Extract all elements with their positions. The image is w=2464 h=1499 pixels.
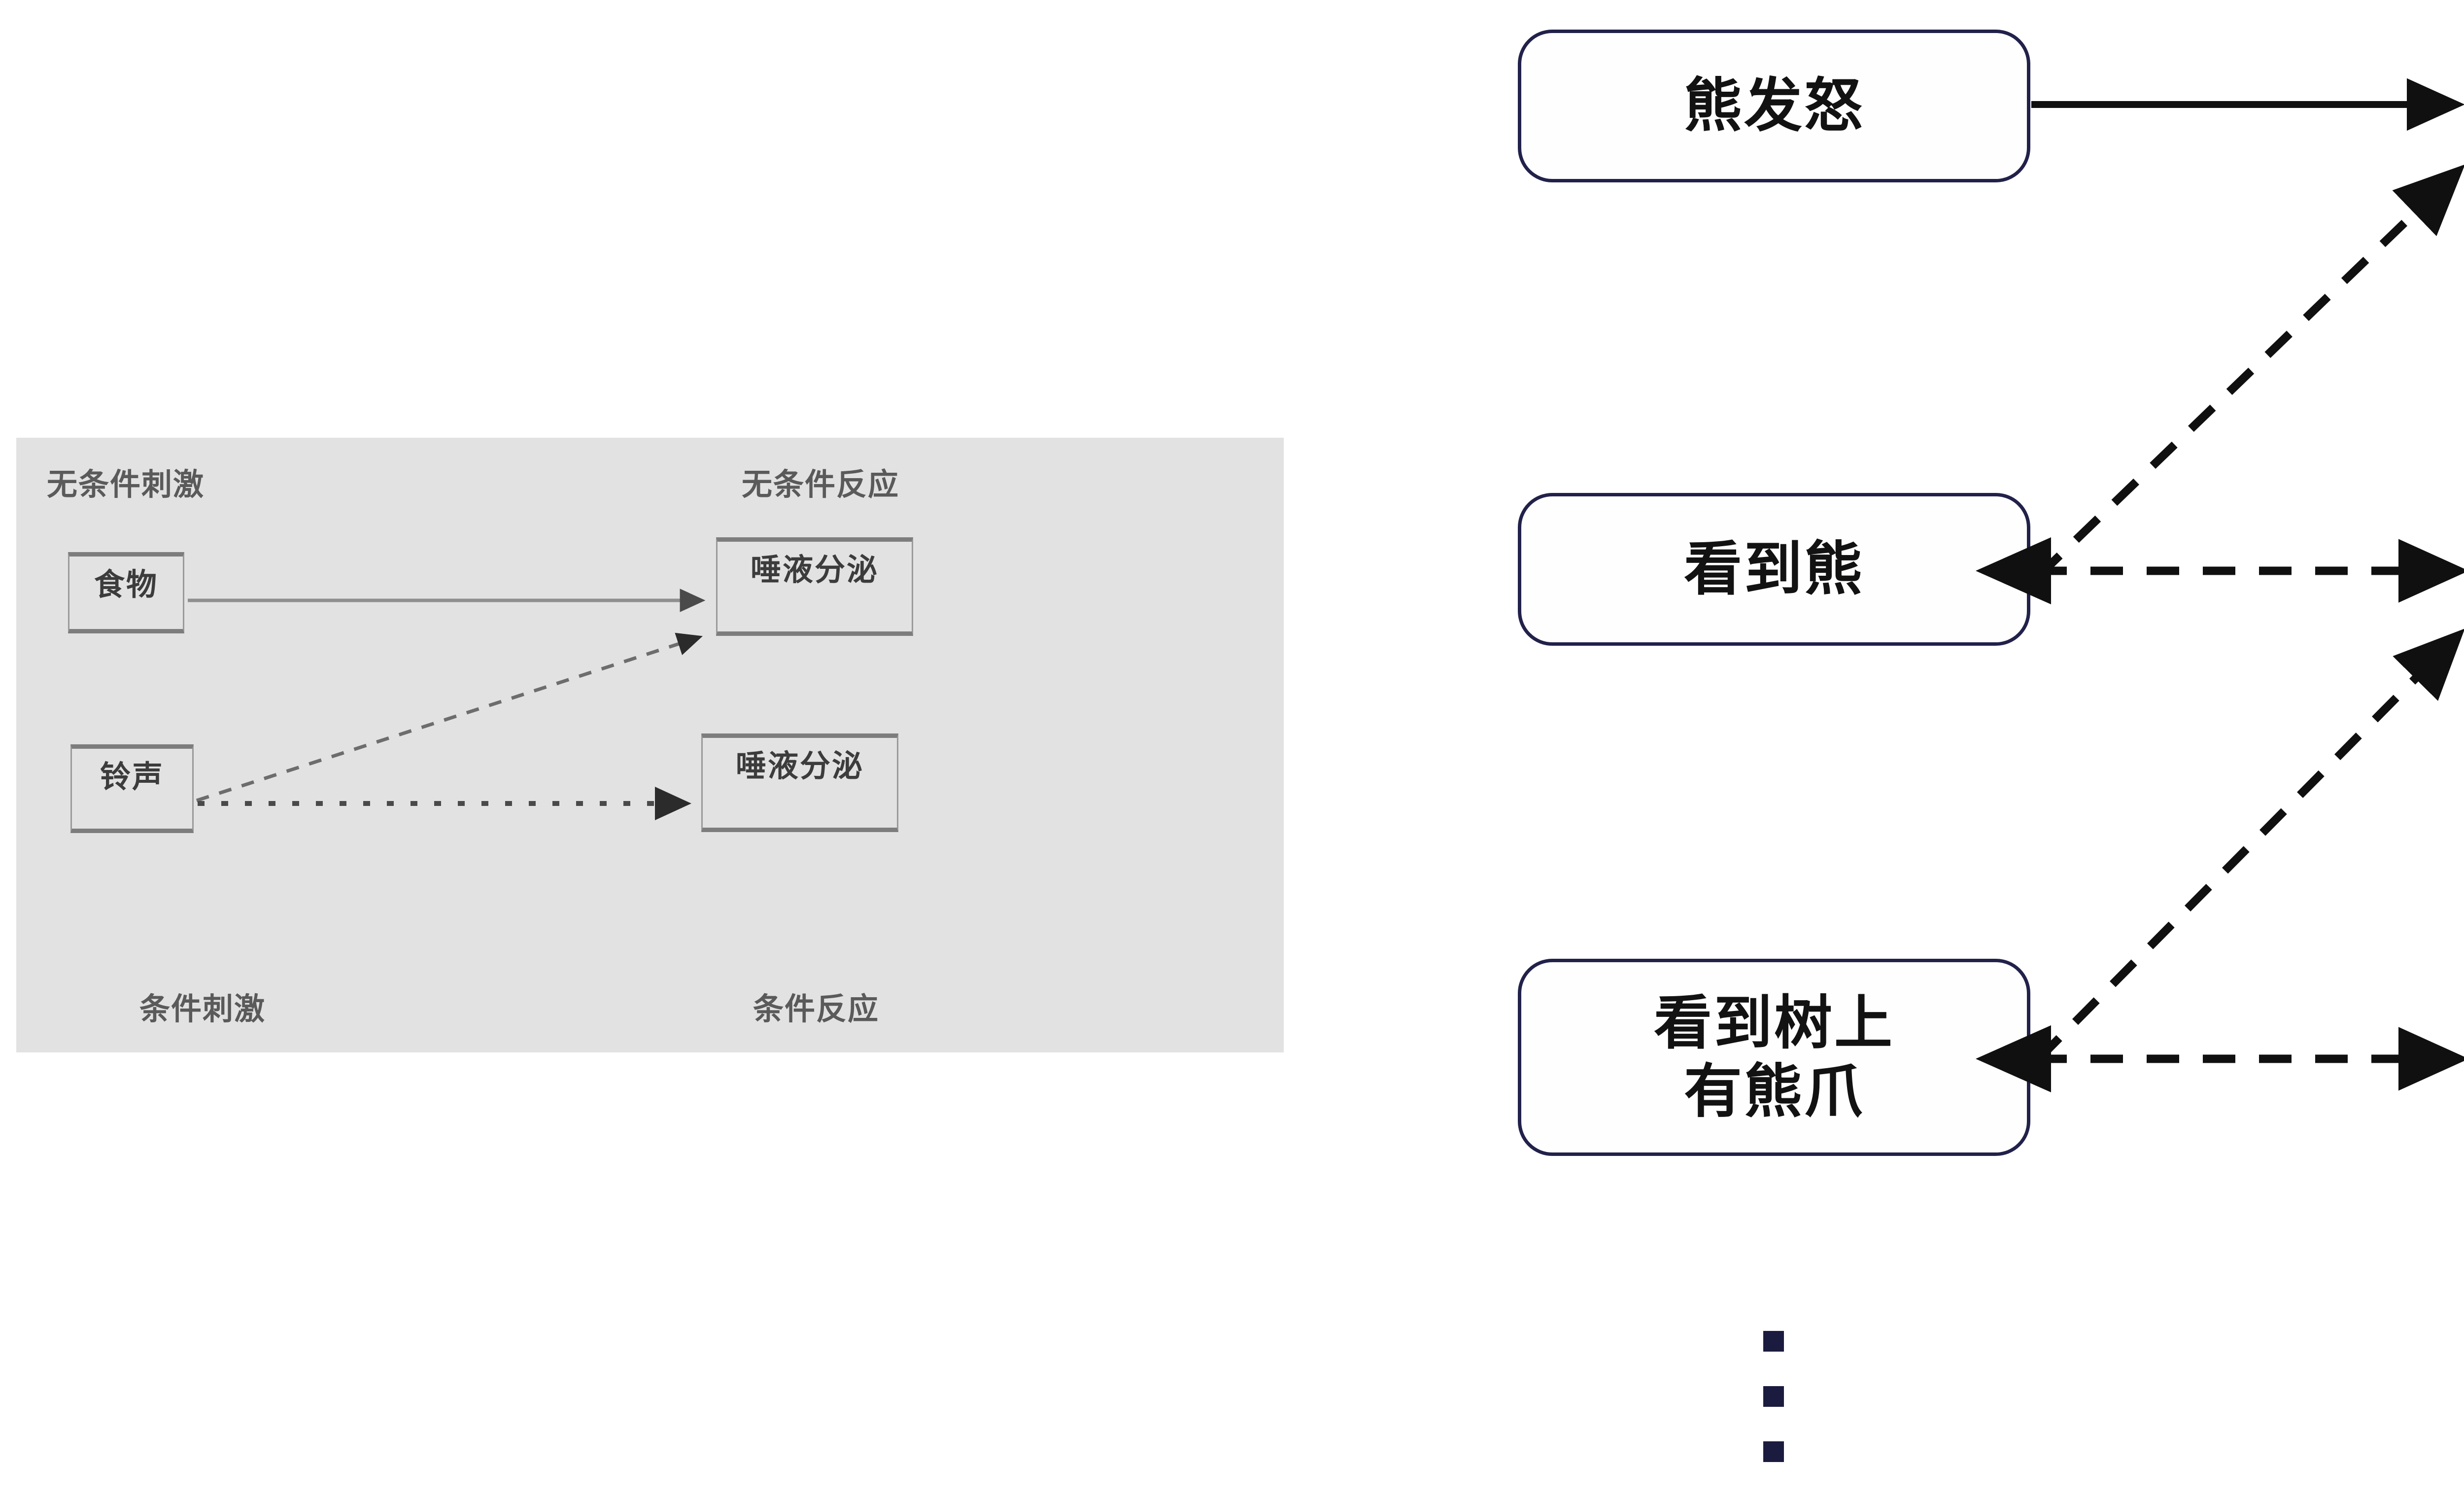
pavlov-arrow-bell-to-salivation-uncond [196,632,703,802]
pavlov-box-salivation-uncond: 唾液分泌 [716,537,913,636]
pavlov-label-conditioned-stimulus: 条件刺激 [139,991,266,1027]
pavlov-box-salivation-uncond-label: 唾液分泌 [750,552,879,588]
pavlov-arrows-layer [188,589,706,820]
arrow-see-claw-to-value-s-next [2034,628,2464,1063]
ellipsis-left-column [1763,1331,1784,1462]
pavlov-label-conditioned-response: 条件反应 [753,991,880,1027]
pavlov-label-unconditioned-response: 无条件反应 [742,466,900,502]
node-bear-angry: 熊发怒 [1518,30,2030,182]
pavlov-box-salivation-cond: 唾液分泌 [701,733,898,832]
node-bear-angry-label: 熊发怒 [1683,71,1864,140]
node-see-claw-tree-label: 看到树上 有熊爪 [1653,988,1894,1125]
pavlov-box-food: 食物 [68,552,184,633]
arrow-see-bear-to-reward [2035,164,2464,580]
ellipsis-dot [1763,1441,1784,1462]
pavlov-box-bell-label: 铃声 [100,759,164,795]
pavlov-box-food-label: 食物 [94,566,158,602]
node-see-bear-label: 看到熊 [1683,535,1864,603]
node-see-claw-tree: 看到树上 有熊爪 [1518,959,2030,1156]
pavlov-box-bell: 铃声 [70,744,194,833]
pavlovian-conditioning-panel: 无条件刺激 无条件反应 条件刺激 条件反应 食物 唾液分泌 铃声 唾液分泌 [16,438,1284,1052]
node-see-bear: 看到熊 [1518,493,2030,646]
pavlov-box-salivation-cond-label: 唾液分泌 [735,748,864,784]
pavlov-label-unconditioned-stimulus: 无条件刺激 [47,466,205,502]
ellipsis-dot [1763,1386,1784,1407]
ellipsis-dot [1763,1331,1784,1352]
